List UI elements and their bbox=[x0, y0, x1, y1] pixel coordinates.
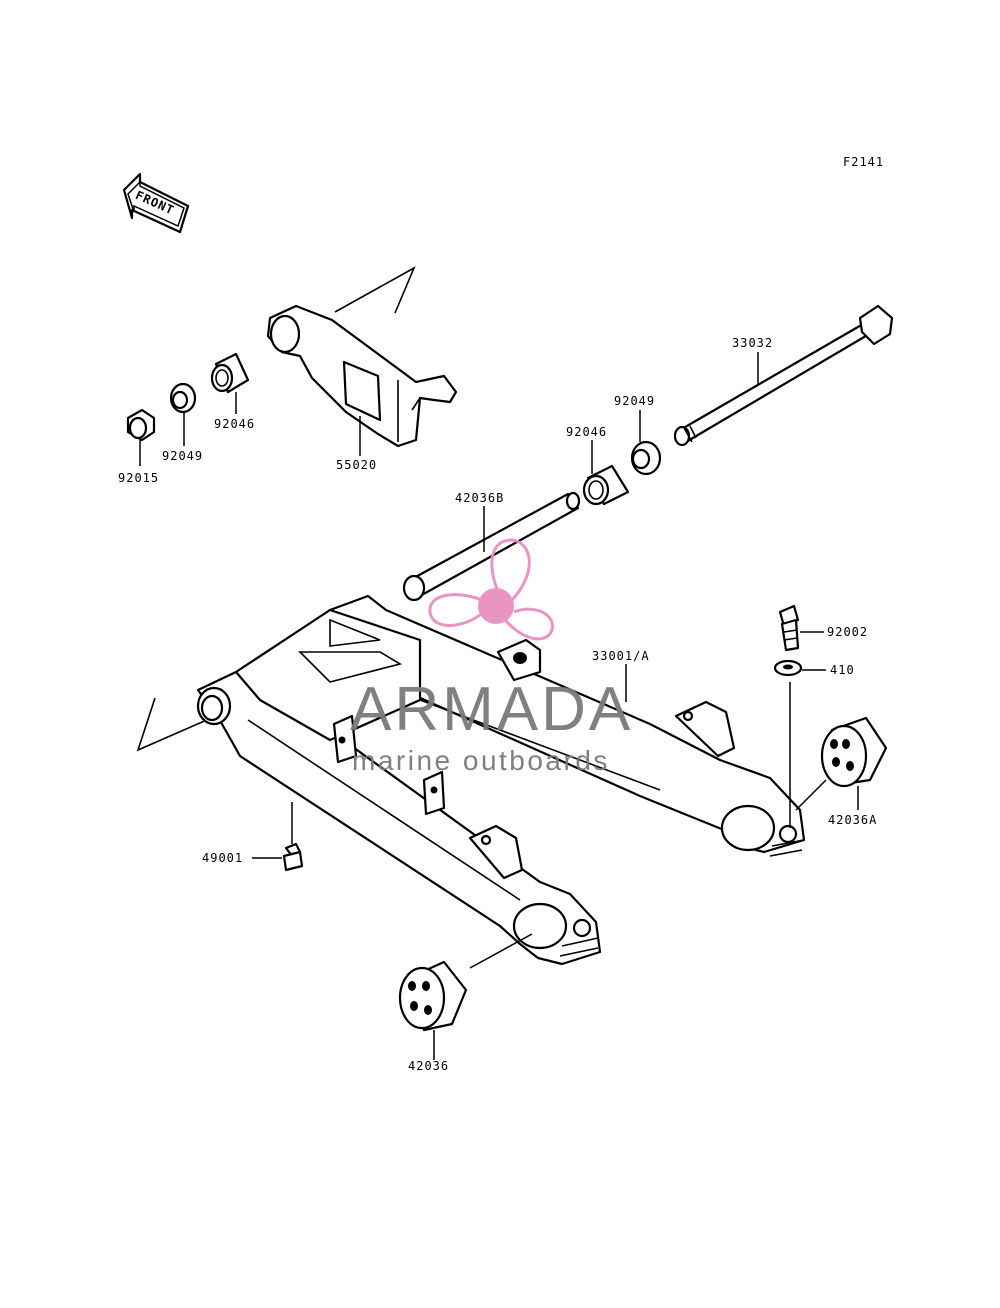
pivot-sightline-left bbox=[136, 697, 226, 752]
front-arrow-icon: FRONT bbox=[122, 172, 190, 234]
diagram-code: F2141 bbox=[843, 155, 884, 169]
callout-42036: 42036 bbox=[408, 1059, 449, 1073]
bearing-92046-right bbox=[582, 464, 630, 506]
bolt-92002 bbox=[778, 604, 800, 652]
grease-nipple-49001 bbox=[282, 842, 304, 872]
bushing-42036A bbox=[820, 716, 888, 788]
callout-33032: 33032 bbox=[732, 336, 773, 350]
callout-92049-left: 92049 bbox=[162, 449, 203, 463]
callout-33001A: 33001/A bbox=[592, 649, 650, 663]
sleeve-42036B bbox=[402, 491, 581, 602]
collar-92015 bbox=[126, 408, 156, 442]
watermark-brand: ARMADA bbox=[350, 675, 633, 744]
bracket-55020 bbox=[266, 304, 458, 448]
watermark-tagline: marine outboards bbox=[352, 745, 610, 776]
pivot-sightline-top bbox=[334, 266, 416, 314]
bearing-92046-left bbox=[210, 352, 250, 394]
bushing-42036 bbox=[398, 960, 468, 1032]
callout-92015: 92015 bbox=[118, 471, 159, 485]
callout-49001: 49001 bbox=[202, 851, 243, 865]
callout-55020: 55020 bbox=[336, 458, 377, 472]
axle-33032 bbox=[673, 304, 894, 447]
callout-92046-left: 92046 bbox=[214, 417, 255, 431]
callout-410: 410 bbox=[830, 663, 855, 677]
swingarm-33001A bbox=[196, 594, 806, 966]
callout-92049-right: 92049 bbox=[614, 394, 655, 408]
callout-92002: 92002 bbox=[827, 625, 868, 639]
seal-92049-right bbox=[630, 440, 662, 476]
propeller-logo-icon bbox=[428, 538, 554, 641]
seal-92049-left bbox=[169, 382, 197, 414]
callout-92046-right: 92046 bbox=[566, 425, 607, 439]
washer-410 bbox=[773, 659, 803, 677]
callout-42036A: 42036A bbox=[828, 813, 877, 827]
watermark: ARMADA marine outboards bbox=[350, 538, 633, 776]
callout-42036B: 42036B bbox=[455, 491, 504, 505]
